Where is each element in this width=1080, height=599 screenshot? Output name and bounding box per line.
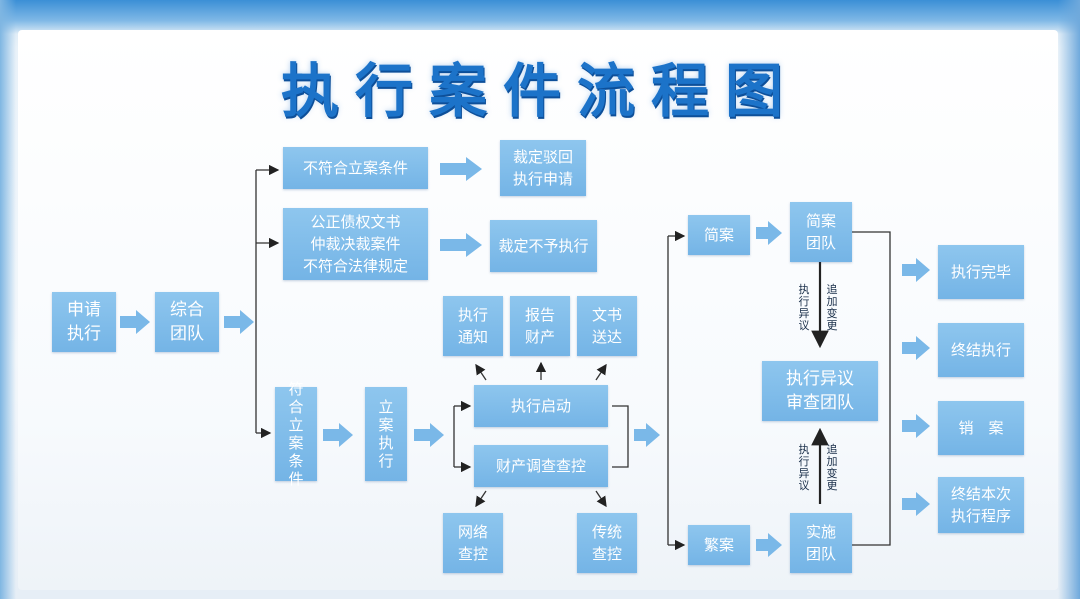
- node-doc: 文书 送达: [577, 296, 637, 356]
- node-investigation: 财产调查查控: [474, 445, 608, 487]
- label-add-change-lower: 追 加 变 更: [826, 443, 838, 492]
- left-edge: [0, 0, 16, 599]
- right-edge: [1058, 0, 1080, 599]
- label-objection-upper: 执 行 异 议: [798, 283, 810, 332]
- node-complex: 繁案: [688, 525, 750, 565]
- label-objection-lower: 执 行 异 议: [798, 443, 810, 492]
- node-objection-team: 执行异议 审查团队: [762, 361, 878, 421]
- node-close: 销 案: [938, 401, 1024, 455]
- node-filing: 立 案 执 行: [365, 387, 407, 481]
- node-notice: 执行 通知: [443, 296, 503, 356]
- node-apply: 申请 执行: [52, 292, 116, 352]
- node-team: 综合 团队: [155, 292, 219, 352]
- node-network: 网络 查控: [443, 513, 503, 573]
- label-add-change-upper: 追 加 变 更: [826, 283, 838, 332]
- top-band: [0, 0, 1080, 34]
- node-traditional: 传统 查控: [577, 513, 637, 573]
- node-done: 执行完毕: [938, 245, 1024, 299]
- node-no-enforce: 裁定不予执行: [490, 220, 597, 272]
- node-terminate: 终结执行: [938, 323, 1024, 377]
- node-report: 报告 财产: [510, 296, 570, 356]
- node-reject-ruling: 裁定驳回 执行申请: [500, 140, 586, 196]
- node-impl-team: 实施 团队: [790, 513, 852, 573]
- node-meets-condition: 符 合 立 案 条 件: [275, 380, 317, 488]
- node-simple: 简案: [688, 215, 750, 255]
- page-title: 执行案件流程图: [280, 57, 799, 125]
- node-terminate-procedure: 终结本次 执行程序: [938, 477, 1024, 533]
- node-start: 执行启动: [474, 385, 608, 427]
- node-simple-team: 简案 团队: [790, 202, 852, 262]
- node-notarized: 公正债权文书 仲裁决裁案件 不符合法律规定: [283, 208, 428, 280]
- node-reject-condition: 不符合立案条件: [283, 147, 428, 189]
